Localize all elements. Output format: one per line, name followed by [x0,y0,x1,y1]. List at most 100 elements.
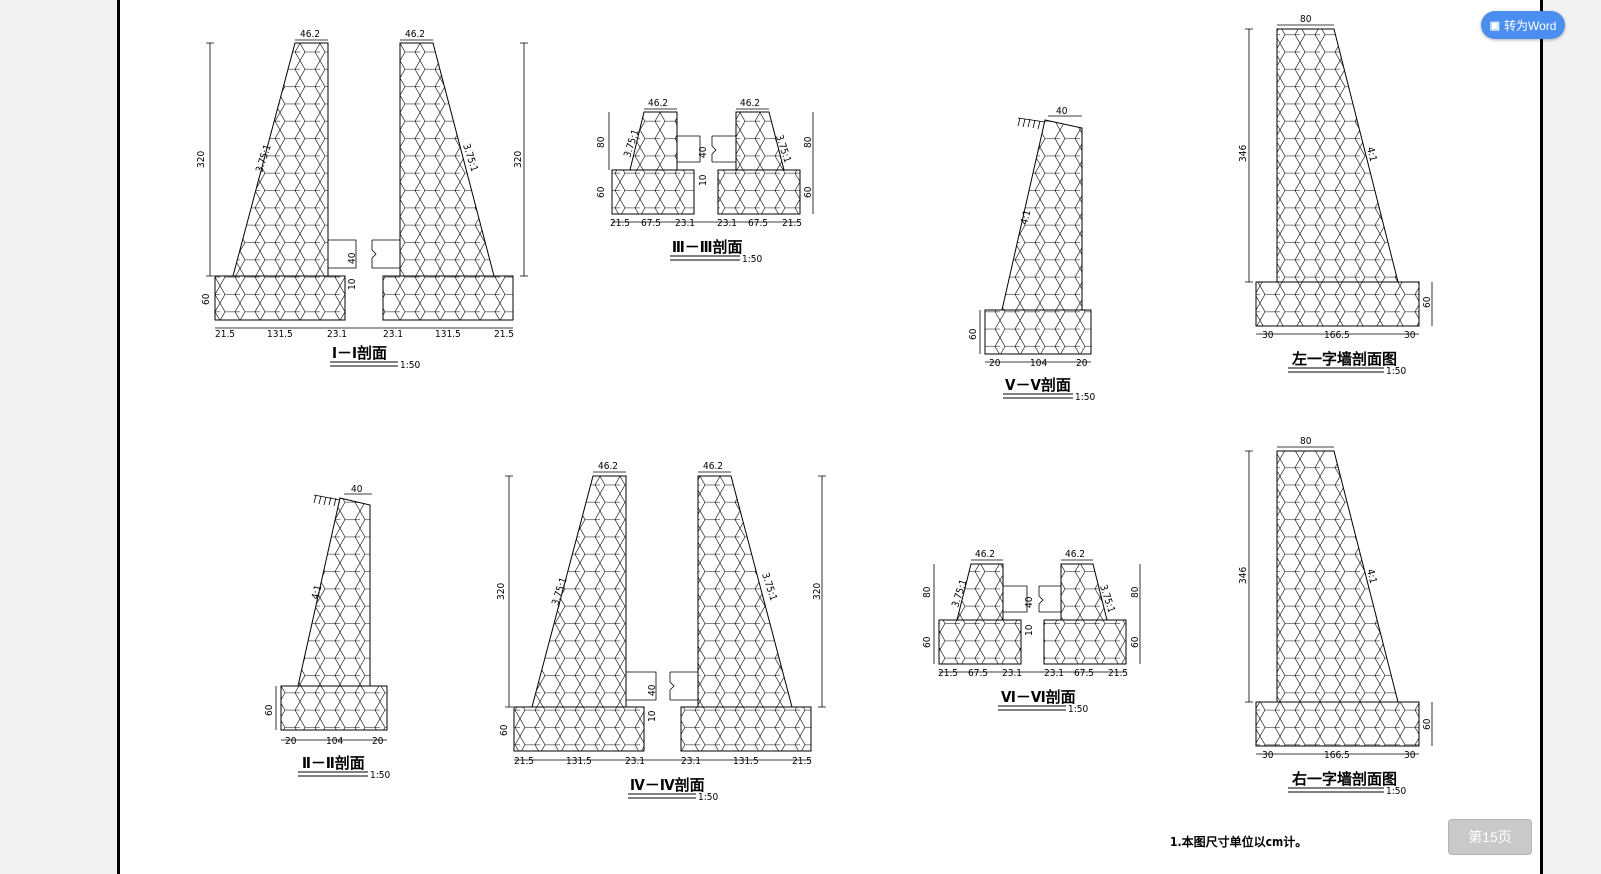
title-underline [670,255,740,261]
dim-b2: 67.5 [968,668,988,679]
dimension-lines [608,108,814,223]
convert-label: 转为Word [1503,18,1557,33]
wall-body-left [531,475,627,708]
slope: 4:1 [1019,209,1033,226]
dim-b4: 23.1 [717,218,737,229]
gap-detail [626,671,698,701]
wall-footing [1255,701,1420,747]
dim-b1: 21.5 [215,329,235,340]
gap-detail [1003,585,1061,613]
title-underline [1288,787,1384,793]
slope: 4:1 [1364,568,1378,585]
section-6-6: 46.2 46.2 80 60 80 60 3.75:1 3.75:1 40 1… [922,549,1141,715]
dim-top-right: 46.2 [405,29,425,40]
dim-b3: 20 [372,736,384,747]
section-5-5: 40 4:1 60 20 104 20 Ⅴ－Ⅴ剖面 1:50 [968,106,1095,403]
wall-footing [1255,281,1420,327]
dim-b2: 104 [326,736,343,747]
dim-top-left: 46.2 [300,29,320,40]
title-underline [1288,367,1384,373]
dim-b6: 21.5 [1108,668,1128,679]
dim-base-h-left: 60 [922,636,933,648]
dim-base-h: 60 [264,704,275,716]
section-title: Ⅴ－Ⅴ剖面 [1005,376,1071,394]
wall-footing-left [611,169,695,215]
dim-height-right: 320 [812,583,823,600]
dim-b3: 23.1 [1002,668,1022,679]
dim-b5: 67.5 [1074,668,1094,679]
dim-gap2: 10 [647,710,658,722]
dim-b1: 30 [1262,750,1274,761]
slope: 4:1 [1364,146,1378,163]
dim-base-h: 60 [201,293,212,305]
title-underline [628,793,696,799]
section-1-1: 46.2 46.2 320 320 60 3.75:1 3.75:1 40 10… [196,29,528,371]
dimension-lines [1245,24,1433,335]
section-scale: 1:50 [1386,366,1406,377]
section-4-4: 46.2 46.2 320 320 60 3.75:1 3.75:1 40 10… [496,461,826,803]
dim-b3: 23.1 [675,218,695,229]
wall-footing [984,309,1092,355]
dim-b5: 67.5 [748,218,768,229]
gap-detail [677,135,736,163]
wall-body-right [697,475,793,708]
ground-hatch [979,115,1091,363]
dim-b1: 21.5 [514,756,534,767]
dim-b3: 30 [1404,750,1416,761]
wall-footing-right [382,275,514,321]
dim-gap2: 10 [1024,624,1035,636]
dim-b1: 30 [1262,330,1274,341]
dim-b3: 20 [1076,358,1088,369]
dim-top: 40 [1056,106,1068,117]
dim-height-right: 80 [803,136,814,148]
dim-b1: 21.5 [610,218,630,229]
dim-top-right: 46.2 [1065,549,1085,560]
section-scale: 1:50 [1075,392,1095,403]
dimension-lines [933,559,1141,673]
wall-body [1001,119,1083,311]
wall-body [1276,28,1399,283]
gap-detail [328,239,400,269]
dim-b6: 21.5 [494,329,514,340]
dim-b6: 21.5 [782,218,802,229]
section-scale: 1:50 [370,770,390,781]
section-scale: 1:50 [1386,786,1406,797]
section-scale: 1:50 [742,254,762,265]
wall-footing-right [680,706,812,752]
section-2-2: 40 4:1 60 20 104 20 Ⅱ－Ⅱ剖面 1:50 [264,484,390,781]
wall-footing-right [1043,619,1127,665]
section-scale: 1:50 [698,792,718,803]
dim-top-right: 46.2 [703,461,723,472]
dim-height-left: 320 [196,151,207,168]
dim-gap2: 10 [698,174,709,186]
section-title: Ⅰ－Ⅰ剖面 [332,344,387,362]
dim-height-right: 320 [513,151,524,168]
dim-b3: 23.1 [327,329,347,340]
slope: 4:1 [310,584,324,601]
dim-b2: 104 [1030,358,1047,369]
title-underline [298,771,368,777]
right-wall-section: 80 346 4:1 60 30 166.5 30 右一字墙剖面图 1:50 [1238,436,1433,797]
dim-b1: 20 [285,736,297,747]
wall-footing-left [513,706,645,752]
dim-b2: 131.5 [267,329,293,340]
section-title: Ⅳ－Ⅳ剖面 [630,776,705,794]
dim-b5: 131.5 [733,756,759,767]
convert-to-word-button[interactable]: ▣ 转为Word [1481,11,1565,39]
wall-body-right [399,42,495,277]
section-title: 左一字墙剖面图 [1291,350,1397,368]
title-underline [1003,393,1073,399]
dim-height-right: 80 [1130,586,1141,598]
section-3-3: 46.2 46.2 80 60 80 60 3.75:1 3.75:1 40 1… [596,98,814,265]
dim-gap2: 10 [347,278,358,290]
dim-b4: 23.1 [1044,668,1064,679]
dim-gap: 40 [347,252,358,264]
dim-height-left: 320 [496,583,507,600]
dimension-lines [505,471,826,761]
dim-b2: 131.5 [566,756,592,767]
title-underline [330,361,398,367]
dim-b5: 131.5 [435,329,461,340]
page-indicator[interactable]: 第15页 [1448,819,1532,855]
dim-top: 80 [1300,14,1312,25]
